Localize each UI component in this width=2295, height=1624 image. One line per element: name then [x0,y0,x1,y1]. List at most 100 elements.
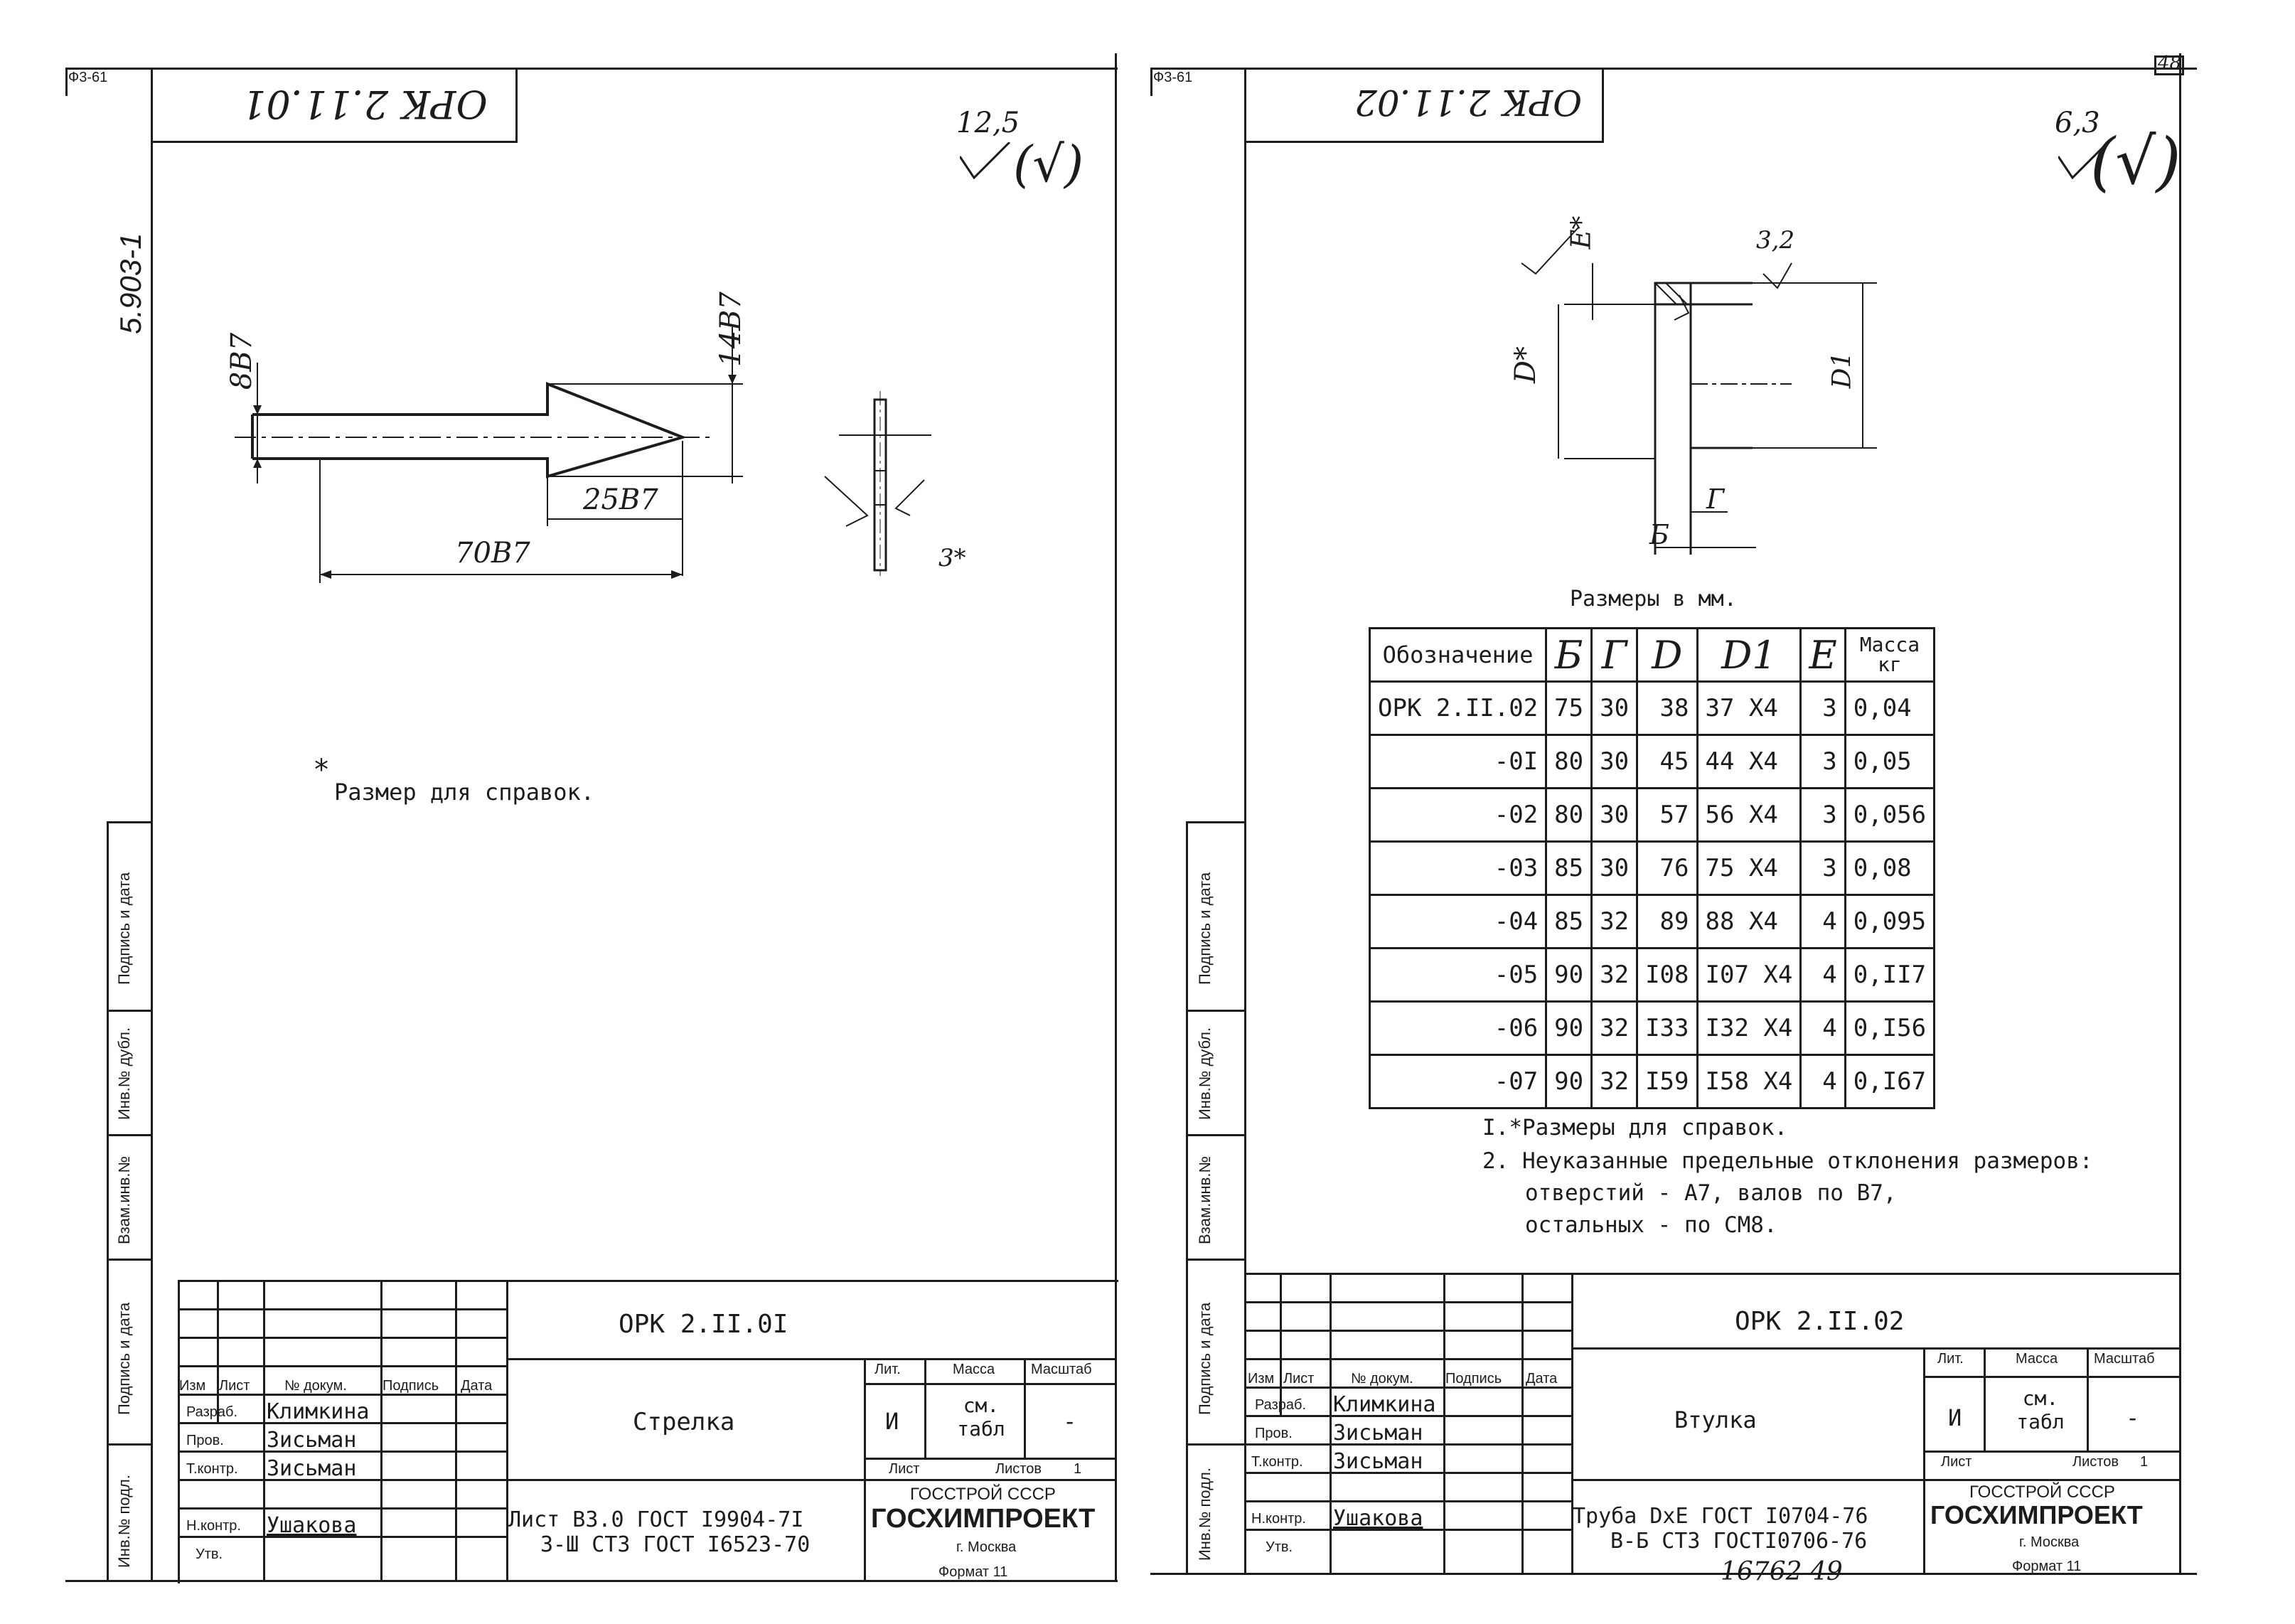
cell: 30 [1590,787,1639,843]
cell: 88 Х4 [1696,894,1802,949]
cell: 30 [1590,680,1639,736]
tb-designation: ОРК 2.II.02 [1735,1307,1905,1336]
cell: 75 [1545,680,1593,736]
cell: ОРК 2.II.02 [1368,680,1548,736]
stamp-box [1246,70,1604,143]
tb-archive-number: 16762 49 [1721,1557,1843,1586]
table-row: -07 90 32 I59 I58 Х4 4 0,I67 [1368,1054,1936,1109]
side-label-3: Взам.инв.№ [1196,1155,1214,1244]
side-label-3: Взам.инв.№ [115,1155,133,1244]
tb-lit: И [885,1408,899,1435]
table-row: -05 90 32 I08 I07 Х4 4 0,II7 [1368,947,1936,1003]
cell: 90 [1545,947,1593,1003]
cell: 38 [1636,680,1698,736]
tb-designation: ОРК 2.II.0I [619,1310,788,1339]
page-number: 48 [2158,53,2182,74]
title-block [1246,1273,2179,1575]
cell: 0,I56 [1844,1000,1936,1056]
cell: 3 [1799,787,1846,843]
cell: 56 Х4 [1696,787,1802,843]
cell: 90 [1545,1054,1593,1109]
cell: 44 Х4 [1696,734,1802,789]
stamp-code: ОРК 2.11.02 [1354,82,1583,123]
tb-sheet-label: Лист [889,1461,920,1477]
cell: 4 [1799,947,1846,1003]
cell: 32 [1590,1054,1639,1109]
tb-sheets: 1 [1074,1461,1082,1477]
cell: -05 [1368,947,1548,1003]
cell: I59 [1636,1054,1698,1109]
tb-h-date: Дата [461,1378,493,1394]
dim-8b7: 8В7 [225,332,259,390]
tb-org: ГОССТРОЙ СССР [910,1485,1056,1504]
tb-scale: - [1063,1408,1077,1435]
cell: 85 [1545,840,1593,896]
tb-scale: - [2126,1404,2140,1431]
tb-city: г. Москва [2019,1534,2080,1550]
tb-role-nkontr: Н.контр. [1251,1511,1306,1527]
tb-name: Стрелка [633,1408,735,1436]
tb-role-tkontr: Т.контр. [186,1461,238,1477]
cell: 4 [1799,1000,1846,1056]
tb-material-2: В-Б СТ3 ГОСТI0706-76 [1610,1529,1868,1554]
stamp-box [153,70,518,143]
cell: 90 [1545,1000,1593,1056]
tb-format: Формат 11 [938,1564,1008,1580]
tb-scale-label: Масштаб [1031,1362,1092,1377]
roughness-check: (√) [2090,124,2181,199]
tb-role-utv: Утв. [196,1546,223,1562]
tb-role-razrab: Разраб. [186,1404,238,1420]
cell: I32 Х4 [1696,1000,1802,1056]
tb-role-prov: Пров. [1255,1426,1293,1441]
table-header-row: Обозначение Б Г D D1 Е Масса кг [1368,627,1936,683]
tb-name-razrab: Климкина [267,1399,370,1424]
cell: 80 [1545,787,1593,843]
tb-massa: см. табл [957,1394,1005,1441]
dim-d1: D1 [1827,351,1857,389]
tb-sheets-label: Листов [995,1461,1042,1477]
dim-b: Б [1649,519,1669,550]
cell: 45 [1636,734,1698,789]
col-b: Б [1545,627,1593,683]
cell: 3 [1799,734,1846,789]
cell: 37 Х4 [1696,680,1802,736]
cell: 76 [1636,840,1698,896]
cell: I33 [1636,1000,1698,1056]
cell: 3 [1799,840,1846,896]
side-number: 5.903-1 [114,233,147,334]
table-row: -0I 80 30 45 44 Х4 3 0,05 [1368,734,1936,789]
dim-3: 3* [938,544,966,572]
tb-name-tkontr: Зисьман [267,1456,357,1481]
tb-h-date: Дата [1526,1371,1558,1387]
table-row: ОРК 2.II.02 75 30 38 37 Х4 3 0,04 [1368,680,1936,736]
col-g: Г [1590,627,1639,683]
tb-org-brand: ГОСХИМПРОЕКТ [871,1504,1096,1534]
cell: 57 [1636,787,1698,843]
dim-25b7: 25В7 [583,484,658,516]
note-mark: * [313,754,331,786]
tb-org-brand: ГОСХИМПРОЕКТ [1930,1500,2143,1529]
side-label-4: Подпись и дата [115,1302,133,1415]
tb-scale-label: Масштаб [2094,1351,2155,1367]
format-code: Ф3-61 [68,70,108,85]
cell: 80 [1545,734,1593,789]
cell: 0,II7 [1844,947,1936,1003]
tb-h-sign: Подпись [382,1378,439,1394]
tb-org: ГОССТРОЙ СССР [1969,1483,2115,1502]
table-row: -06 90 32 I33 I32 Х4 4 0,I56 [1368,1000,1936,1056]
tb-sheets-label: Листов [2072,1454,2119,1470]
tb-city: г. Москва [956,1539,1017,1555]
tb-h-izm: Изм [179,1378,206,1394]
cell: 0,056 [1844,787,1936,843]
roughness-value: 6,3 [2055,107,2100,139]
cell: 30 [1590,840,1639,896]
side-label-5: Инв.№ подл. [115,1475,133,1568]
arrow-drawing [235,327,743,583]
tb-lit-label: Лит. [1937,1351,1964,1367]
format-code: Ф3-61 [1153,70,1193,85]
cell: 3 [1799,680,1846,736]
tb-h-sign: Подпись [1445,1371,1502,1387]
cell: -04 [1368,894,1548,949]
cell: 0,04 [1844,680,1936,736]
col-e: Е [1799,627,1846,683]
